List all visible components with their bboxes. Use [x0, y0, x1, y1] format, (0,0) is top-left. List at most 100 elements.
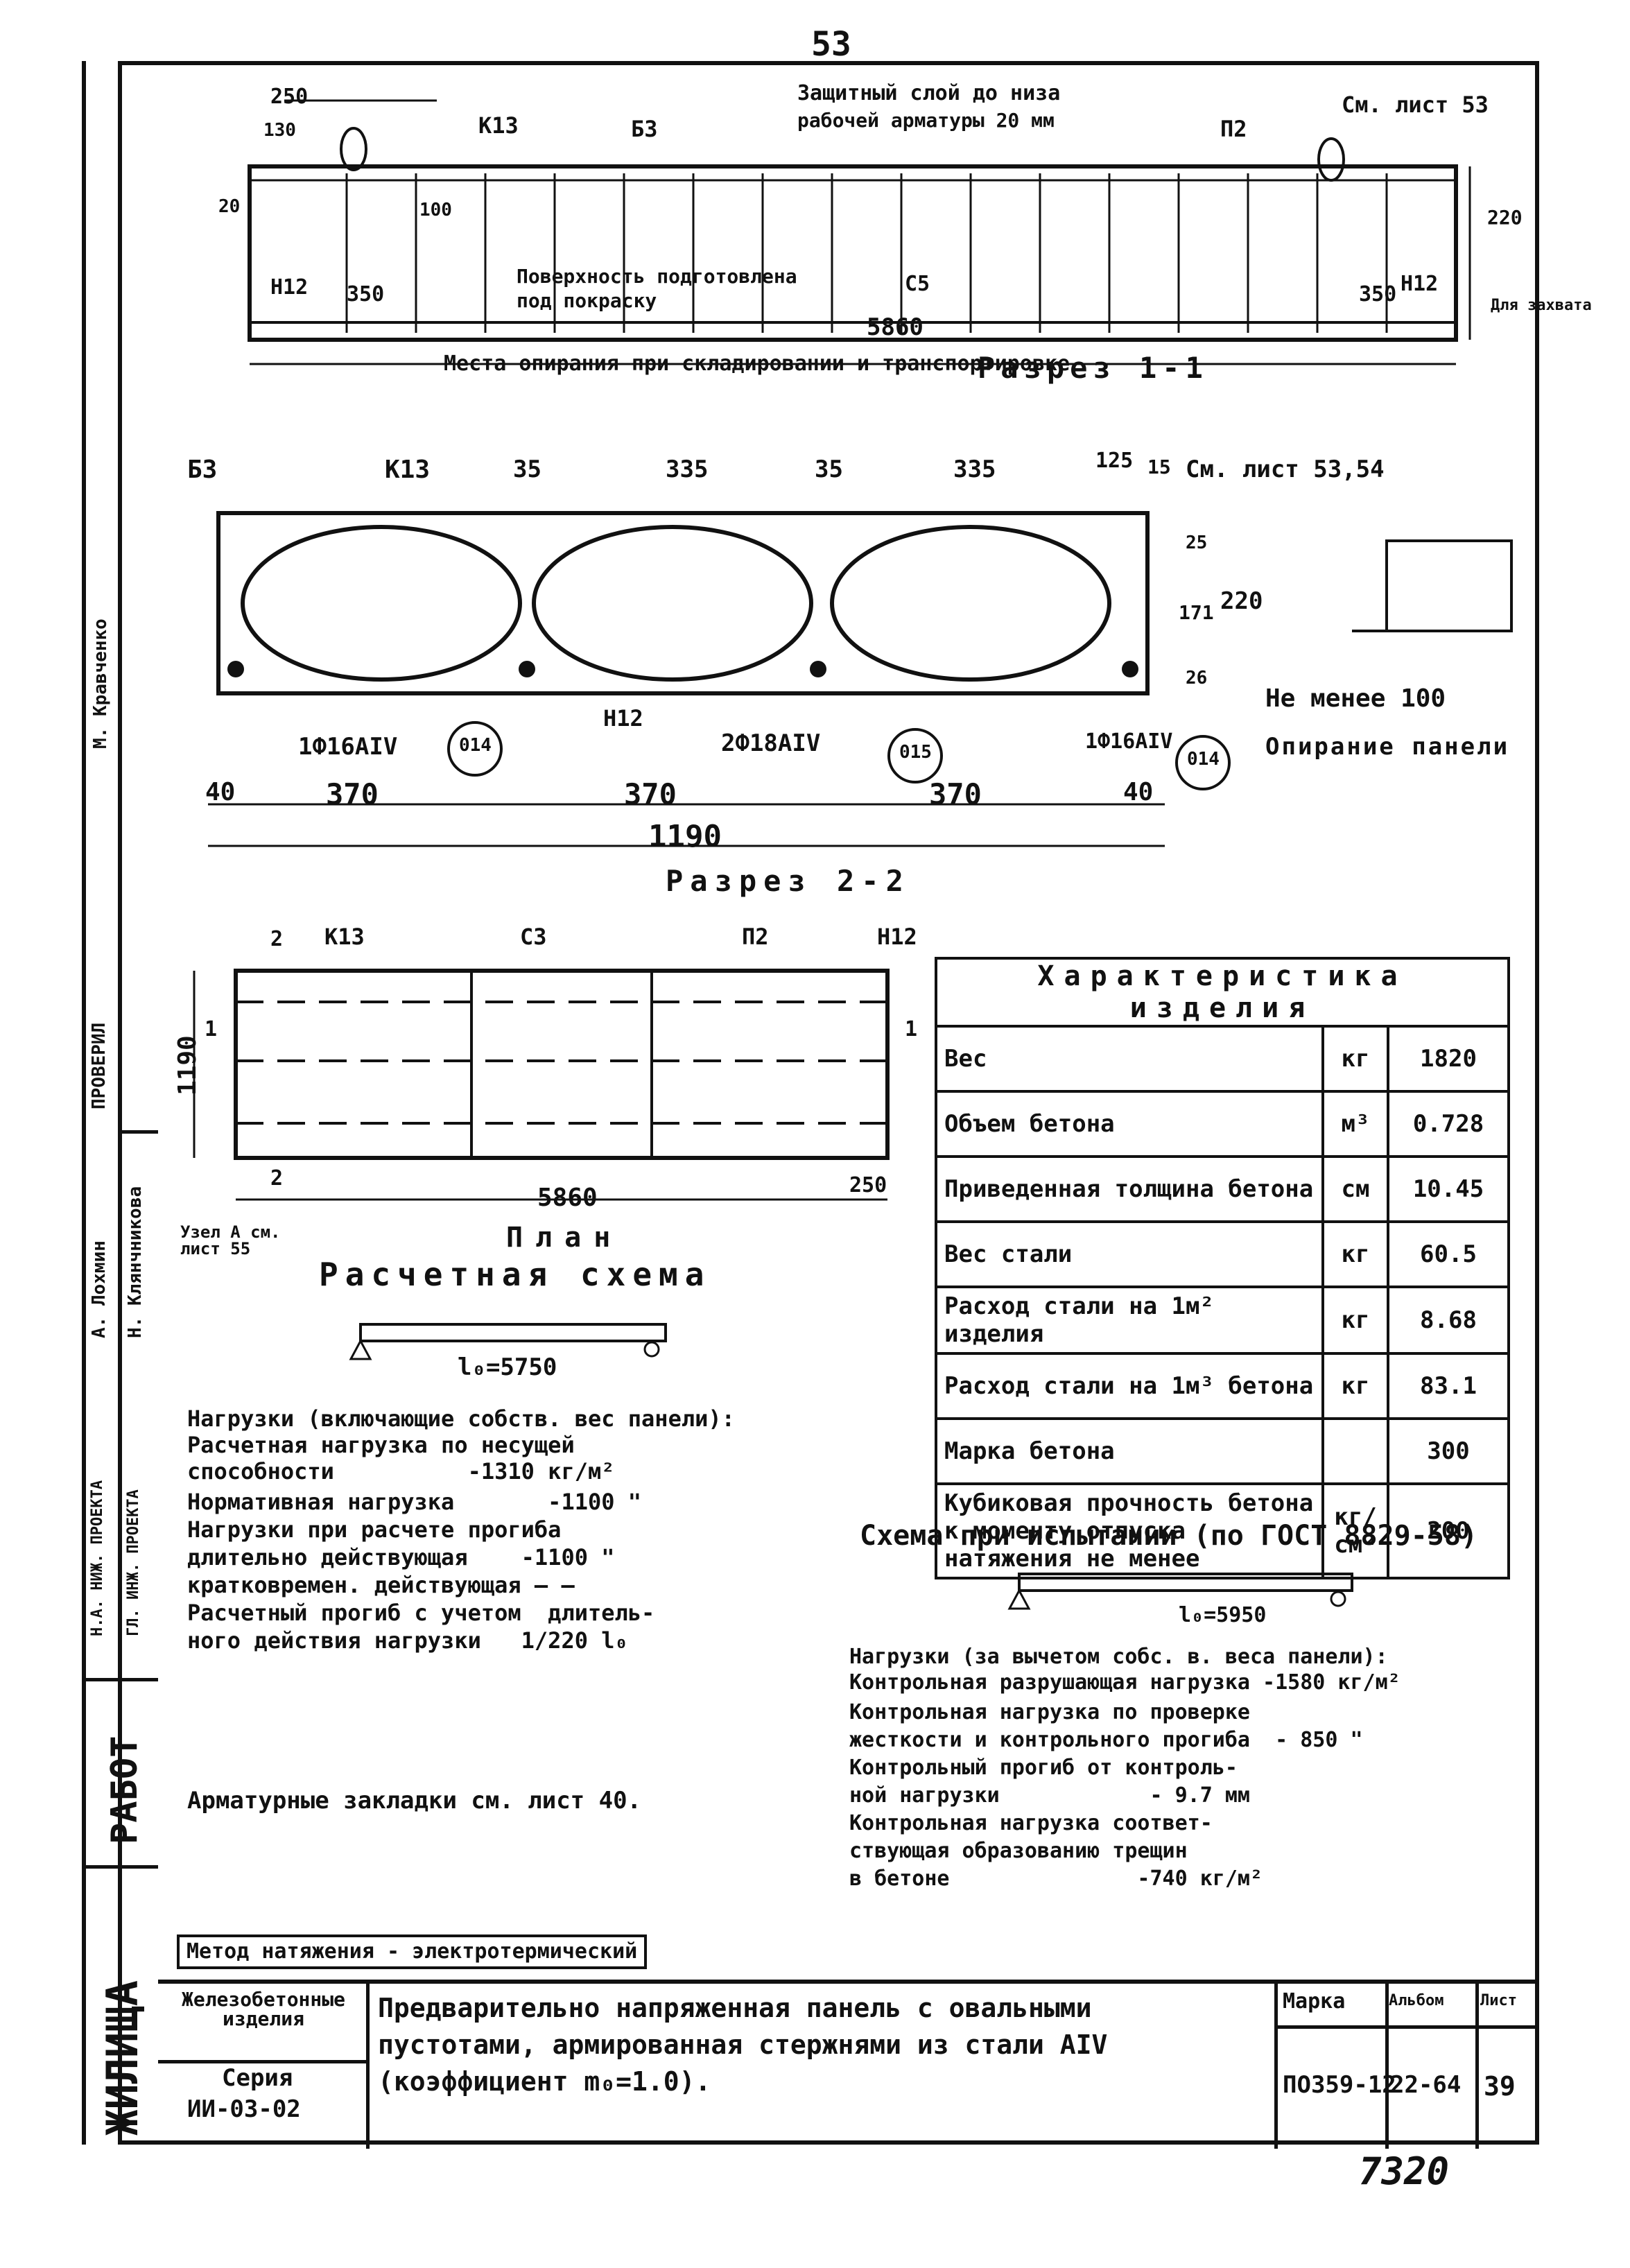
section-1-title: Разрез 1-1	[978, 351, 1208, 385]
dim-label: 350	[1359, 282, 1397, 306]
dim-label: 335	[666, 456, 709, 483]
dim-label: 40	[1123, 778, 1154, 806]
dim-total: 1190	[648, 819, 722, 854]
dim-label: 370	[326, 777, 379, 811]
test-line: Контрольная разрушающая нагрузка -1580 к…	[849, 1670, 1401, 1695]
mark-label: К13	[385, 456, 431, 484]
test-line: ной нагрузки - 9.7 мм	[849, 1783, 1250, 1808]
dim-label: 20	[218, 196, 241, 217]
dim-label: 171	[1179, 601, 1214, 624]
note: Для захвата	[1491, 297, 1592, 314]
dim-label: 40	[205, 778, 236, 806]
calc-span: l₀=5750	[458, 1353, 557, 1381]
mark-label: Н12	[603, 705, 643, 732]
side-stamp-strip	[82, 61, 158, 2145]
footer-number: 7320	[1359, 2149, 1450, 2193]
calc-line: Нагрузки при расчете прогиба	[187, 1516, 562, 1543]
mark-label: Н12	[877, 924, 917, 950]
armature-note: Арматурные закладки см. лист 40.	[187, 1787, 642, 1815]
test-title: Схема при испытании (по ГОСТ 8829-58)	[860, 1520, 1478, 1552]
table-row: Кубиковая прочность бетона к моменту отп…	[935, 1482, 1510, 1579]
dim-label: 350	[347, 282, 385, 306]
calc-title: Расчетная схема	[319, 1256, 711, 1293]
plan-title: План	[506, 1222, 623, 1254]
calc-line: Расчетный прогиб с учетом длитель-	[187, 1600, 655, 1626]
test-line: в бетоне -740 кг/м²	[849, 1867, 1263, 1891]
note: Защитный слой до низа	[797, 81, 1061, 105]
dim-label: 370	[624, 777, 677, 811]
mark-label: С5	[905, 272, 930, 296]
drawing-frame	[118, 61, 1539, 2145]
mark-label: Б3	[631, 116, 658, 142]
support-note: Не менее 100	[1265, 684, 1446, 713]
section-1-drawing	[248, 99, 1471, 365]
section-mark: 2	[270, 1166, 284, 1191]
divider	[83, 1678, 158, 1681]
plan-drawing	[193, 969, 890, 1201]
mark-label: К13	[324, 924, 365, 950]
dim-label: 5860	[537, 1184, 598, 1212]
test-line: Контрольная нагрузка по проверке	[849, 1700, 1250, 1724]
section-mark: 1	[205, 1017, 218, 1041]
mark-label: П2	[742, 924, 769, 950]
dim-label: 125	[1095, 449, 1134, 473]
dim-label: 220	[1220, 587, 1263, 615]
calc-line: Нагрузки (включающие собств. вес панели)…	[187, 1405, 735, 1432]
dim-label: 15	[1147, 456, 1171, 478]
dim-label: 35	[513, 456, 541, 483]
circle-label: 014	[1187, 749, 1220, 770]
circle-label: 015	[899, 742, 932, 763]
calc-beam	[349, 1323, 667, 1360]
category: Железобетонные изделия	[181, 1988, 345, 2030]
section-mark: 1	[905, 1017, 918, 1041]
side-name-3: М. Кравченко	[90, 618, 111, 749]
sheet-value: 39	[1484, 2071, 1516, 2102]
test-line: ствующая образованию трещин	[849, 1839, 1188, 1863]
support-label: Опирание панели	[1265, 733, 1510, 761]
note: Поверхность подготовлена	[517, 265, 797, 288]
mark-label: Н12	[1401, 272, 1439, 296]
side-role-2: ГЛ. ИНЖ. ПРОЕКТА	[125, 1489, 142, 1636]
dim-label: 25	[1186, 533, 1208, 553]
mark-label: Б3	[187, 456, 218, 484]
rebar-label: 1Ф16АIV	[298, 733, 398, 761]
dim-label: 5860	[867, 313, 924, 341]
test-line: Контрольный прогиб от контроль-	[849, 1756, 1238, 1780]
org-label-1: ЖИЛИЩА	[97, 1980, 148, 2136]
dim-label: 250	[270, 85, 309, 109]
test-line: Нагрузки (за вычетом собс. в. веса панел…	[849, 1645, 1388, 1669]
test-line: Контрольная нагрузка соответ-	[849, 1811, 1213, 1835]
test-span: l₀=5950	[1179, 1603, 1267, 1627]
calc-line: кратковремен. действующая — —	[187, 1572, 575, 1598]
side-name-2: Н. Клянчникова	[125, 1186, 146, 1338]
table-title: Характеристика изделия	[935, 957, 1510, 1028]
col-album: Альбом	[1389, 1992, 1444, 2009]
section-2-drawing	[208, 511, 1513, 847]
dim-label: 100	[419, 200, 452, 220]
marka-value: ПО359-12	[1283, 2071, 1396, 2099]
section-mark: 2	[270, 927, 284, 951]
calc-line: Расчетная нагрузка по несущей	[187, 1432, 575, 1458]
org-label-2: РАБОТ	[104, 1735, 146, 1844]
col-marka: Марка	[1283, 1989, 1346, 2014]
col-sheet: Лист	[1480, 1992, 1517, 2009]
page-number: 53	[811, 25, 851, 64]
mark-label: П2	[1220, 116, 1247, 142]
mark-label: С3	[520, 924, 547, 950]
divider	[119, 1130, 158, 1134]
title-block	[158, 1980, 1539, 2149]
note: Места опирания при складировании и транс…	[444, 352, 1070, 376]
mark-label: К13	[478, 112, 519, 139]
dim-label: 1190	[173, 1035, 202, 1096]
note: под покраску	[517, 289, 657, 312]
side-role-1: Н.А. НИЖ. ПРОЕКТА	[89, 1480, 106, 1636]
note-ref: См. лист 53,54	[1186, 456, 1385, 483]
side-role-3: ПРОВЕРИЛ	[89, 1022, 110, 1109]
album-value: 22-64	[1390, 2071, 1462, 2099]
